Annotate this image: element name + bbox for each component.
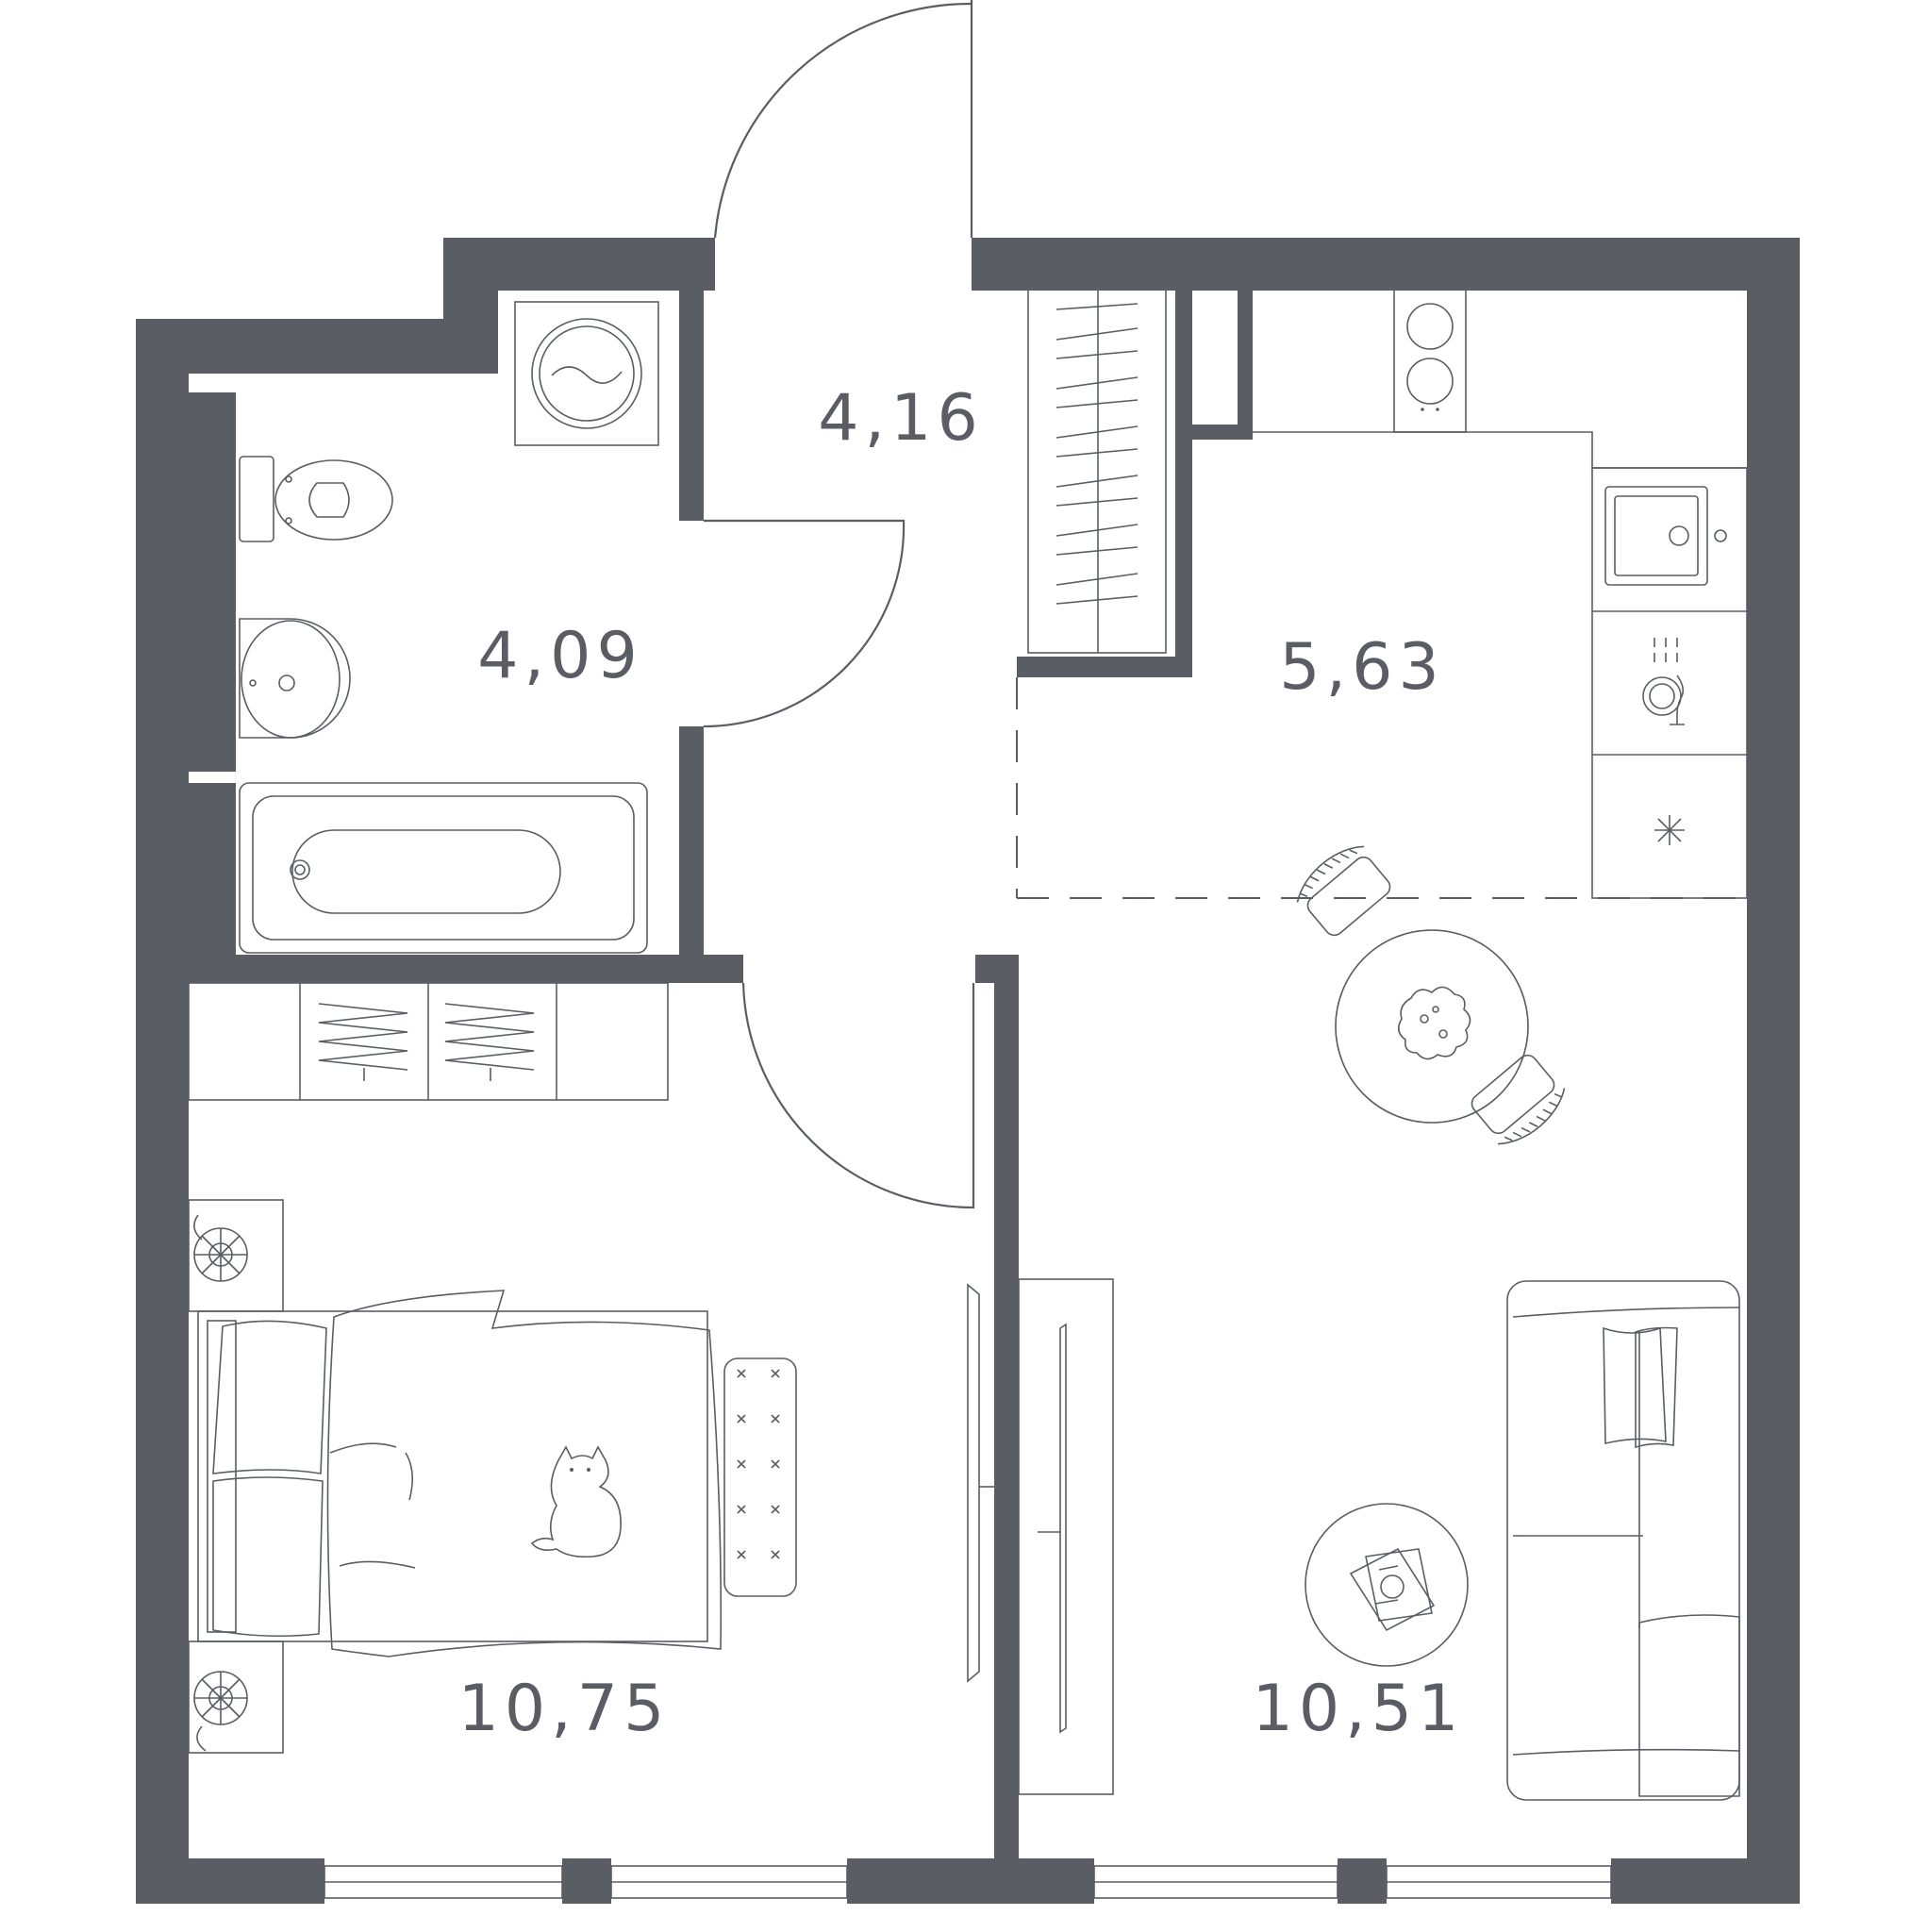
washing-machine-icon (514, 301, 659, 446)
area-labels: 4,16 4,09 5,63 10,75 10,51 (458, 381, 1465, 1746)
room-area-hall: 4,16 (818, 381, 983, 456)
room-area-living: 10,51 (1253, 1672, 1465, 1746)
window-icon (324, 1865, 1612, 1899)
nightstand-icon (188, 1641, 284, 1754)
coffee-table-icon (1305, 1503, 1469, 1667)
room-area-bedroom: 10,75 (458, 1672, 671, 1746)
wardrobe-icon (188, 982, 669, 1101)
sofa-icon (1506, 1280, 1740, 1801)
wardrobe-icon (1018, 1278, 1114, 1795)
cat-icon (530, 1445, 622, 1558)
walls (136, 238, 1800, 1904)
room-area-bathroom: 4,09 (477, 619, 642, 693)
sink-icon (239, 618, 351, 739)
nightstand-icon (188, 1199, 284, 1312)
dining-table-icon (1296, 845, 1566, 1145)
fridge-icon (1654, 815, 1685, 845)
stove-icon (1393, 288, 1467, 433)
room-area-kitchen: 5,63 (1279, 630, 1444, 705)
mirror-icon (967, 1283, 994, 1683)
kitchen-zone-boundary (1016, 677, 1747, 899)
door-icon (703, 0, 975, 1209)
bed-icon (197, 1290, 723, 1657)
toilet-icon (239, 456, 393, 542)
rug-icon (723, 1357, 797, 1597)
dishwasher-icon (1642, 638, 1685, 725)
kitchen-closet-icon (1027, 288, 1167, 654)
bathtub-icon (239, 782, 648, 954)
kitchen-sink-icon (1604, 486, 1727, 586)
